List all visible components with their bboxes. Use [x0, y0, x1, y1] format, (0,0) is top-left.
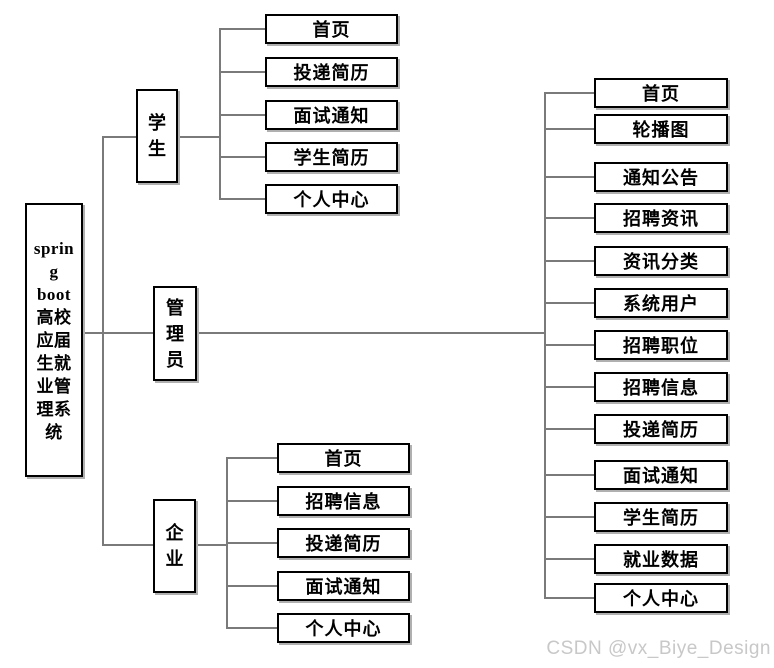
tree-leaf-admin: 面试通知 [594, 460, 728, 490]
node-student-label-char: 生 [148, 139, 166, 159]
node-enterprise: 企业 [153, 499, 196, 593]
tree-leaf-admin: 个人中心 [594, 583, 728, 613]
node-root: sprin g boot 高校应届生就业管理系统 [25, 203, 83, 477]
connector-line [545, 128, 594, 130]
tree-leaf-student: 个人中心 [265, 184, 398, 214]
connector-line [545, 344, 594, 346]
connector-line [227, 585, 277, 587]
tree-leaf-admin: 投递简历 [594, 414, 728, 444]
tree-leaf-student: 面试通知 [265, 100, 398, 130]
tree-leaf-label: 轮播图 [632, 120, 690, 140]
connector-line [102, 136, 104, 546]
node-admin-label-char: 管 [166, 297, 184, 318]
tree-leaf-admin: 学生简历 [594, 502, 728, 532]
node-admin-label-char: 理 [166, 323, 184, 344]
tree-leaf-label: 资讯分类 [623, 252, 699, 272]
tree-leaf-admin: 通知公告 [594, 162, 728, 192]
connector-line [545, 428, 594, 430]
connector-line [103, 136, 136, 138]
root-label-line: 业管 [36, 376, 72, 396]
tree-leaf-student: 首页 [265, 14, 398, 44]
tree-leaf-enterprise: 首页 [277, 443, 410, 473]
connector-line [178, 136, 220, 138]
connector-line [220, 28, 265, 30]
node-enterprise-label-char: 业 [165, 549, 184, 569]
connector-line [220, 156, 265, 158]
tree-leaf-admin: 招聘信息 [594, 372, 728, 402]
connector-line [220, 71, 265, 73]
tree-leaf-label: 首页 [324, 449, 363, 469]
tree-leaf-enterprise: 投递简历 [277, 528, 410, 558]
root-label-line: boot [36, 284, 72, 304]
tree-leaf-enterprise: 面试通知 [277, 571, 410, 601]
tree-leaf-label: 招聘资讯 [623, 209, 699, 229]
connector-line [227, 542, 277, 544]
tree-leaf-admin: 招聘职位 [594, 330, 728, 360]
tree-leaf-label: 个人中心 [293, 190, 370, 210]
connector-line [103, 332, 153, 334]
root-label-line: 高校 [36, 307, 72, 327]
tree-leaf-label: 学生简历 [293, 148, 370, 168]
tree-leaf-label: 招聘职位 [623, 336, 699, 356]
node-student: 学生 [136, 89, 178, 183]
tree-leaf-label: 个人中心 [623, 589, 699, 609]
root-label-line: g [49, 261, 59, 281]
connector-line [545, 597, 594, 599]
connector-line [196, 544, 227, 546]
connector-line [227, 457, 277, 459]
tree-leaf-admin: 系统用户 [594, 288, 728, 318]
tree-leaf-label: 首页 [642, 84, 680, 104]
tree-leaf-student: 学生简历 [265, 142, 398, 172]
node-enterprise-label-char: 企 [165, 523, 184, 543]
root-label-line: 理系 [36, 399, 72, 419]
tree-leaf-label: 投递简历 [305, 534, 382, 554]
root-label-line: 应届 [36, 330, 72, 350]
connector-line [545, 516, 594, 518]
tree-leaf-label: 个人中心 [305, 619, 382, 639]
node-admin-label-char: 员 [166, 349, 184, 370]
root-label-line: 生就 [36, 353, 72, 373]
tree-leaf-admin: 招聘资讯 [594, 203, 728, 233]
tree-leaf-label: 就业数据 [623, 550, 699, 570]
connector-line [227, 500, 277, 502]
root-label-line: sprin [33, 238, 75, 258]
connector-line [545, 260, 594, 262]
tree-leaf-label: 投递简历 [623, 420, 699, 440]
connector-line [545, 92, 594, 94]
connector-line [545, 176, 594, 178]
tree-leaf-label: 首页 [312, 20, 351, 40]
connector-line [227, 627, 277, 629]
connector-line [545, 558, 594, 560]
tree-leaf-label: 面试通知 [305, 577, 382, 597]
root-label-line: 统 [45, 422, 63, 442]
connector-line [545, 474, 594, 476]
tree-leaf-label: 招聘信息 [623, 378, 699, 398]
connector-line [220, 114, 265, 116]
connector-line [545, 217, 594, 219]
tree-leaf-enterprise: 个人中心 [277, 613, 410, 643]
connector-line [103, 544, 153, 546]
tree-leaf-admin: 资讯分类 [594, 246, 728, 276]
tree-leaf-admin: 轮播图 [594, 114, 728, 144]
tree-leaf-enterprise: 招聘信息 [277, 486, 410, 516]
node-student-label-char: 学 [148, 113, 166, 133]
connector-line [545, 302, 594, 304]
tree-leaf-label: 系统用户 [623, 294, 699, 314]
watermark: CSDN @vx_Biye_Design [546, 638, 771, 659]
tree-leaf-label: 投递简历 [293, 63, 370, 83]
tree-leaf-label: 面试通知 [293, 106, 370, 126]
connector-line [220, 198, 265, 200]
tree-leaf-label: 面试通知 [623, 466, 699, 486]
connector-line [545, 386, 594, 388]
tree-leaf-admin: 首页 [594, 78, 728, 108]
tree-leaf-label: 招聘信息 [305, 492, 382, 512]
tree-leaf-admin: 就业数据 [594, 544, 728, 574]
node-admin: 管理员 [153, 286, 197, 381]
tree-leaf-student: 投递简历 [265, 57, 398, 87]
tree-leaf-label: 学生简历 [623, 508, 699, 528]
connector-line [83, 332, 103, 334]
tree-leaf-label: 通知公告 [623, 168, 699, 188]
connector-line [197, 332, 545, 334]
